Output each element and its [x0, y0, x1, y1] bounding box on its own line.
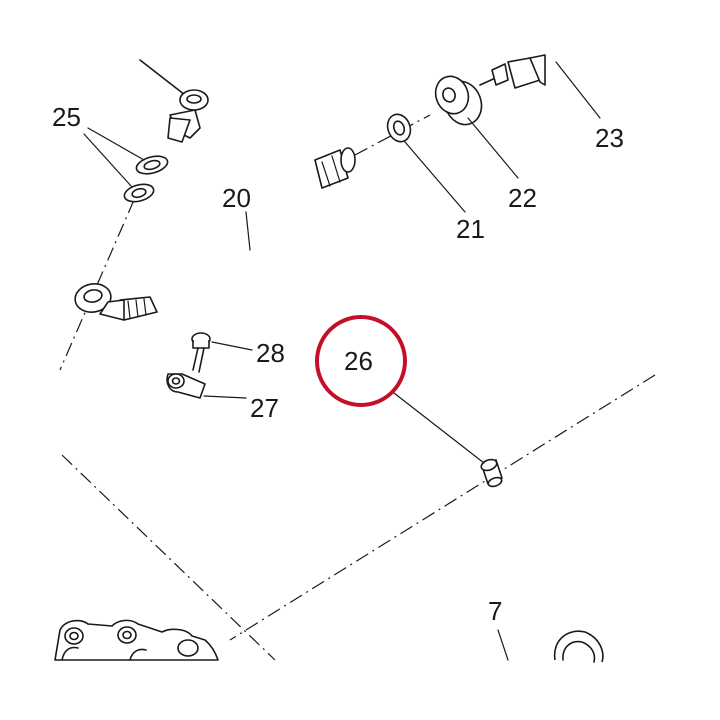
callout-23: 23 — [595, 123, 624, 153]
callout-25: 25 — [52, 102, 81, 132]
leader-line-26 — [393, 392, 485, 464]
clamp-27 — [166, 373, 206, 399]
leader-line-25a — [87, 127, 145, 161]
leader-line-7 — [497, 629, 509, 661]
leader-line-22 — [467, 117, 519, 179]
sealing-washer-lower — [123, 183, 155, 203]
leader-line-top — [139, 59, 186, 96]
callout-28: 28 — [256, 338, 285, 368]
leader-line-25b — [83, 133, 133, 188]
callout-7: 7 — [488, 596, 502, 626]
leader-line-20 — [245, 211, 251, 251]
oil-pipe — [74, 147, 356, 321]
callout-21: 21 — [456, 214, 485, 244]
bushing-26 — [480, 458, 503, 488]
callout-27: 27 — [250, 393, 279, 423]
engine-housing-partial — [54, 619, 219, 661]
callout-22: 22 — [508, 183, 537, 213]
sealing-washer-upper — [135, 155, 169, 175]
axis-line-banjo-bolt — [59, 199, 135, 371]
leader-line-28 — [211, 341, 253, 351]
axis-line-bushing — [229, 374, 656, 641]
screw-28 — [191, 332, 211, 373]
highlight-circle — [315, 315, 407, 407]
pipe-union-end — [340, 147, 356, 173]
washer-21 — [386, 113, 412, 143]
leader-line-21 — [404, 141, 466, 213]
grommet-22 — [434, 75, 483, 126]
axis-line-lower-left — [61, 454, 276, 661]
leader-line-23 — [555, 61, 601, 119]
pipe-union-nut — [314, 149, 349, 189]
callout-26: 26 — [344, 346, 373, 376]
fitting-23 — [479, 54, 546, 89]
ring-7 — [553, 630, 604, 663]
leader-line-27 — [203, 395, 247, 399]
callout-20: 20 — [222, 183, 251, 213]
banjo-bolt — [139, 59, 209, 143]
